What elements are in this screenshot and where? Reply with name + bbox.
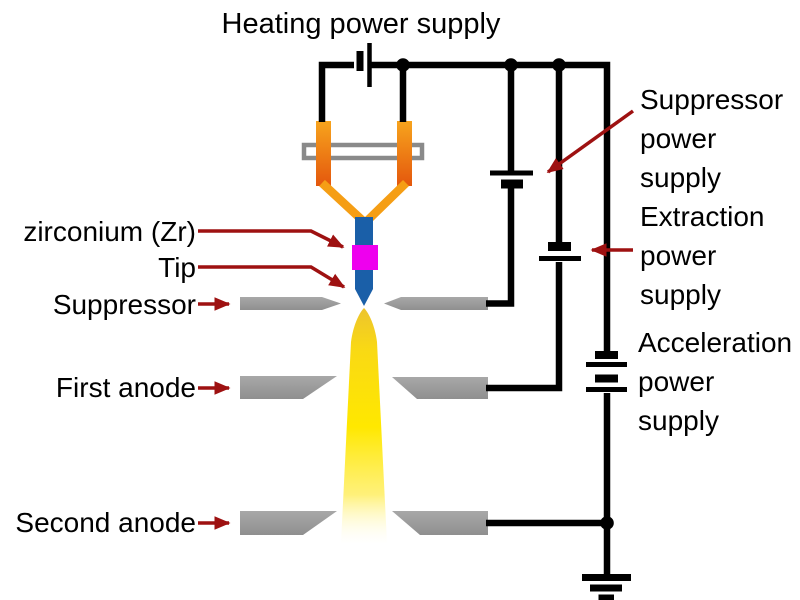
label-first-anode: First anode [55, 372, 196, 403]
insulator-bar [301, 142, 425, 161]
arrow-suppressor-supply [546, 109, 635, 174]
electron-beam [341, 308, 387, 543]
filament-wire [319, 179, 409, 224]
second-anode-right [392, 511, 488, 535]
suppressor-electrode-right [384, 297, 488, 310]
second-anode-left [240, 511, 337, 535]
label-suppressor-power-supply: Suppressor power supply [640, 84, 784, 193]
suppressor-battery-icon [490, 170, 533, 189]
first-anode-right [392, 377, 488, 399]
label-acceleration-power-supply: Acceleration power supply [638, 327, 793, 436]
label-zirconium: zirconium (Zr) [23, 216, 196, 247]
ground-icon [582, 574, 631, 600]
label-arrows [198, 109, 635, 530]
label-suppressor: Suppressor [52, 289, 196, 320]
arrow-zirconium [198, 229, 345, 249]
filament-post-right [397, 121, 412, 186]
label-extraction-power-supply: Extraction power supply [640, 201, 765, 310]
heating-battery-icon [356, 43, 372, 87]
zirconium-reservoir [352, 245, 378, 270]
suppressor-electrode-left [240, 297, 341, 310]
junction-dot [396, 58, 410, 72]
extraction-battery-icon [539, 242, 581, 261]
first-anode-left [240, 376, 337, 399]
diagram-title: Heating power supply [221, 8, 501, 40]
junction-dot [600, 516, 614, 530]
junction-dots [396, 58, 614, 530]
acceleration-battery-icon [586, 351, 627, 392]
arrow-tip [198, 265, 346, 289]
filament-post-left [316, 121, 331, 186]
label-tip: Tip [158, 252, 196, 283]
label-second-anode: Second anode [15, 507, 196, 538]
circuit-wires [318, 61, 611, 577]
junction-dot [552, 58, 566, 72]
junction-dot [504, 58, 518, 72]
